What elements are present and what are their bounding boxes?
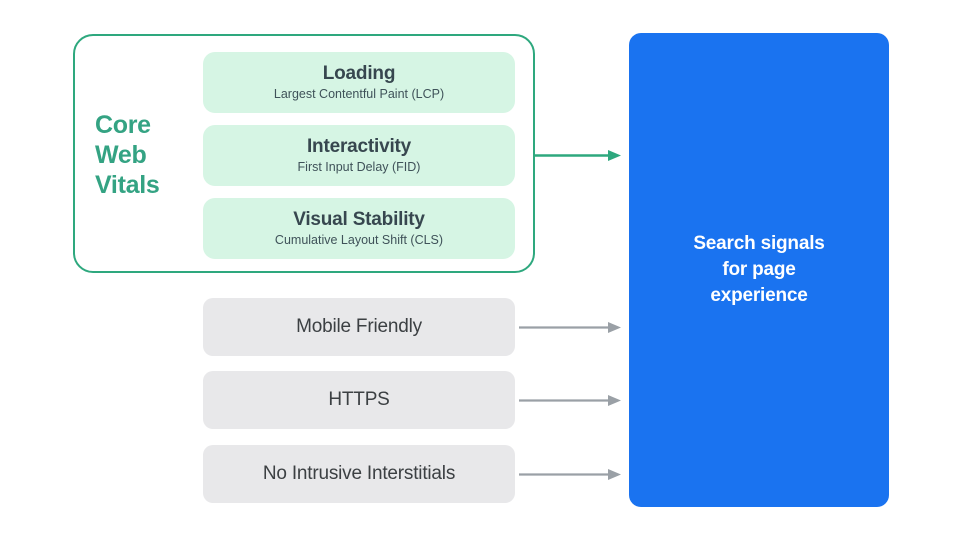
signal-label: Mobile Friendly xyxy=(296,316,422,337)
metric-card-visual-stability[interactable]: Visual Stability Cumulative Layout Shift… xyxy=(203,198,515,259)
outcome-panel: Search signals for page experience xyxy=(629,33,889,507)
outcome-panel-text: Search signals for page experience xyxy=(693,233,825,306)
metric-card-loading[interactable]: Loading Largest Contentful Paint (LCP) xyxy=(203,52,515,113)
metric-title: Visual Stability xyxy=(293,208,425,230)
mobile-friendly-arrow xyxy=(519,322,621,333)
metric-subtitle: Largest Contentful Paint (LCP) xyxy=(273,86,445,101)
signal-card-mobile-friendly[interactable]: Mobile Friendly xyxy=(203,298,515,356)
metric-subtitle: Cumulative Layout Shift (CLS) xyxy=(274,232,444,247)
core-web-vitals-group xyxy=(73,34,535,273)
core-web-vitals-arrow xyxy=(535,150,621,161)
signal-card-no-intrusive-interstitials[interactable]: No Intrusive Interstitials xyxy=(203,445,515,503)
metric-title: Interactivity xyxy=(306,135,412,157)
metric-subtitle: First Input Delay (FID) xyxy=(297,159,421,174)
https-arrow xyxy=(519,395,621,406)
signal-label: No Intrusive Interstitials xyxy=(262,463,456,484)
no-intrusive-interstitials-arrow xyxy=(519,469,621,480)
core-web-vitals-group-label: Core Web Vitals xyxy=(95,111,160,199)
signal-card-https[interactable]: HTTPS xyxy=(203,371,515,429)
metric-title: Loading xyxy=(322,62,396,84)
signal-label: HTTPS xyxy=(328,389,390,410)
metric-card-interactivity[interactable]: Interactivity First Input Delay (FID) xyxy=(203,125,515,186)
